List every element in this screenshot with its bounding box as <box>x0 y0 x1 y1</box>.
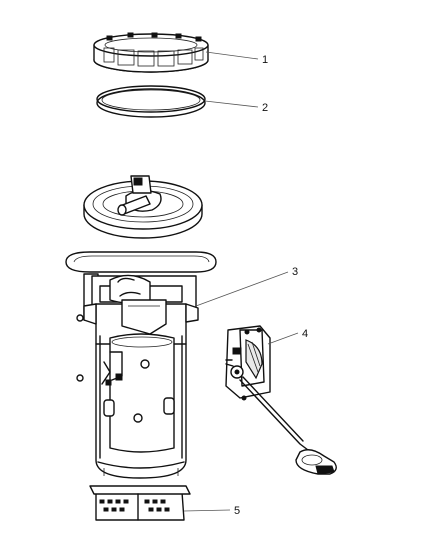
callout-5: 5 <box>234 505 240 517</box>
leader-lines <box>183 51 299 512</box>
filter-strainer <box>89 485 191 521</box>
leader-line-3 <box>195 271 289 307</box>
fuel-pump-module <box>65 251 217 479</box>
fuel-level-sender <box>225 325 337 475</box>
callout-4: 4 <box>302 328 308 340</box>
leader-line-2 <box>204 100 259 108</box>
callout-1: 1 <box>262 54 268 66</box>
callout-2: 2 <box>262 102 268 114</box>
callout-3: 3 <box>292 266 298 278</box>
module-cover <box>83 175 203 239</box>
seal-ring <box>96 85 206 118</box>
lock-ring <box>93 32 209 73</box>
leader-line-4 <box>267 332 299 345</box>
leader-line-5 <box>183 509 231 512</box>
leader-line-1 <box>205 51 259 60</box>
